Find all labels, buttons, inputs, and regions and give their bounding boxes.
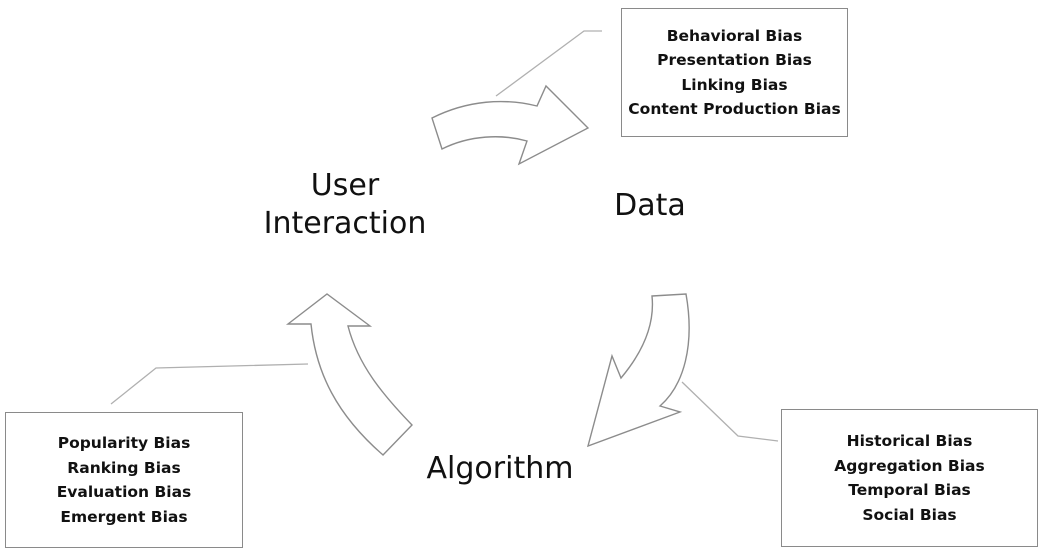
bias-item: Presentation Bias [657, 51, 812, 69]
arrow-algorithm-to-user [285, 293, 413, 456]
bias-item: Emergent Bias [60, 507, 188, 526]
user-interaction-bias-box: Popularity Bias Ranking Bias Evaluation … [5, 412, 243, 548]
algorithm-bias-box: Historical Bias Aggregation Bias Tempora… [781, 409, 1038, 547]
arrow-data-to-algorithm [586, 293, 690, 448]
data-bias-box: Behavioral Bias Presentation Bias Linkin… [621, 8, 848, 137]
node-data: Data [600, 187, 700, 225]
bias-item: Temporal Bias [848, 481, 971, 499]
node-algorithm: Algorithm [405, 450, 595, 488]
bias-item: Linking Bias [681, 75, 788, 94]
bias-item: Popularity Bias [57, 434, 191, 452]
bias-item: Evaluation Bias [56, 483, 192, 501]
connector-line-algorithm-box [681, 381, 779, 442]
node-data-label: Data [614, 188, 686, 223]
node-user-interaction-label: User Interaction [263, 168, 427, 241]
node-user-interaction: User Interaction [250, 167, 440, 243]
bias-item: Historical Bias [846, 432, 973, 450]
node-algorithm-label: Algorithm [426, 451, 574, 486]
connector-line-data-box [495, 30, 602, 97]
bias-item: Social Bias [862, 505, 957, 524]
bias-item: Behavioral Bias [666, 26, 803, 45]
arrow-user-to-data [431, 84, 590, 166]
bias-item: Content Production Bias [628, 100, 841, 118]
bias-item: Aggregation Bias [834, 456, 985, 475]
bias-item: Ranking Bias [67, 458, 181, 477]
connector-line-user-box [110, 363, 309, 405]
